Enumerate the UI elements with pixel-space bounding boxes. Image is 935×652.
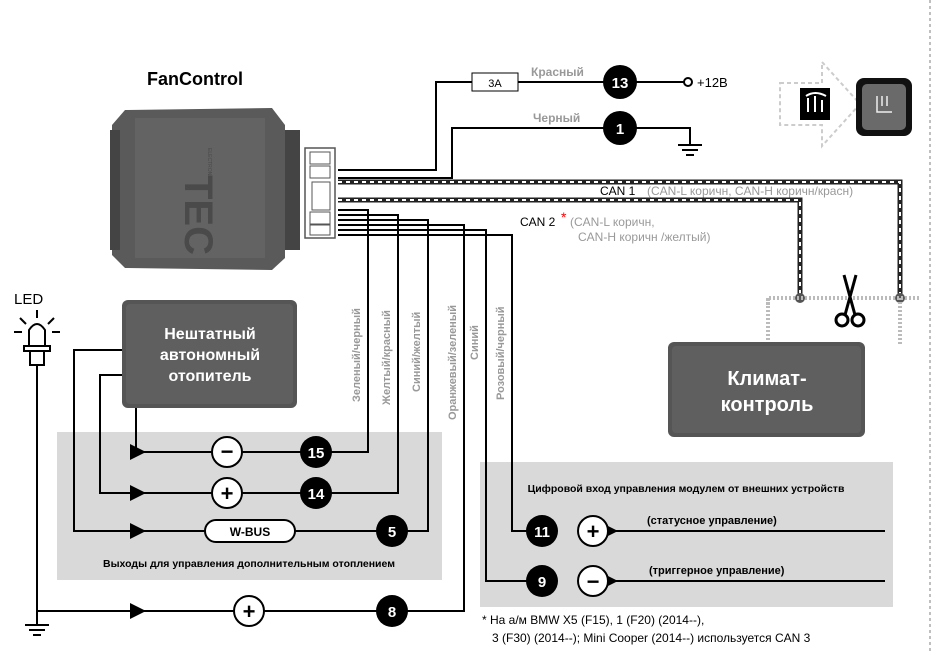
red-wire-label: Красный xyxy=(531,65,584,79)
sign-minus-9: − xyxy=(587,569,600,594)
pin-5 xyxy=(376,515,408,547)
pin-13 xyxy=(603,65,637,99)
can2-detail-l1: (CAN-L коричн, xyxy=(570,215,655,229)
pin-8 xyxy=(376,595,408,627)
led-label: LED xyxy=(14,291,43,308)
module-connector xyxy=(304,147,336,239)
wire-label-pink-black: Розовый/черный xyxy=(495,306,507,400)
heater-l3: отопитель xyxy=(168,368,251,385)
heater-l1: Нештатный xyxy=(164,326,256,343)
outputs-caption: Выходы для управления дополнительным ото… xyxy=(103,558,395,570)
wire-label-blue: Синий xyxy=(469,325,481,360)
svg-text:9: 9 xyxy=(538,574,546,591)
fancontrol-module: TEC ELECTRONICS xyxy=(110,108,300,270)
wire-label-blue-yellow: Синий/желтый xyxy=(411,312,423,392)
pin-1 xyxy=(603,111,637,145)
fuse-label: 3A xyxy=(488,78,502,90)
footnote-l1: * На а/м BMW X5 (F15), 1 (F20) (2014--), xyxy=(482,613,704,627)
pin-11 xyxy=(526,515,558,547)
svg-text:5: 5 xyxy=(388,524,396,541)
wire-label-green-black: Зеленый/черный xyxy=(351,308,363,402)
svg-text:11: 11 xyxy=(534,524,550,541)
module-title: FanControl xyxy=(147,69,243,89)
can1-label: CAN 1 xyxy=(600,184,636,198)
plus12-label: +12В xyxy=(697,75,728,90)
climate-l2: контроль xyxy=(721,394,814,416)
svg-text:8: 8 xyxy=(388,604,396,621)
sign-plus-8: + xyxy=(243,599,256,624)
footnote-l2: 3 (F30) (2014--); Mini Cooper (2014--) и… xyxy=(492,631,811,645)
svg-text:1: 1 xyxy=(616,121,624,138)
outputs-panel xyxy=(57,432,442,580)
climate-l1: Климат- xyxy=(727,368,806,390)
can2-star: * xyxy=(561,209,567,225)
sign-minus-15: − xyxy=(221,439,234,464)
can2-label: CAN 2 xyxy=(520,215,556,229)
black-wire-label: Черный xyxy=(533,111,580,125)
climate-control-box xyxy=(668,342,865,437)
pin-9 xyxy=(526,565,558,597)
can1-detail: (CAN-L коричн, CAN-H коричн/красн) xyxy=(647,184,853,198)
wbus-label: W-BUS xyxy=(230,525,270,539)
fuse xyxy=(471,72,519,92)
pin-14 xyxy=(300,477,332,509)
wire-label-yellow-red: Желтый/красный xyxy=(381,310,393,406)
wire-label-orange-green: Оранжевый/зеленый xyxy=(447,305,459,420)
heater-box xyxy=(122,300,297,408)
sign-plus-14: + xyxy=(221,481,234,506)
status-label: (статусное управление) xyxy=(647,515,777,527)
sign-plus-11: + xyxy=(587,519,600,544)
svg-text:14: 14 xyxy=(308,486,325,503)
svg-text:15: 15 xyxy=(308,445,325,462)
trigger-label: (триггерное управление) xyxy=(649,565,785,577)
inputs-caption: Цифровой вход управления модулем от внеш… xyxy=(528,483,845,495)
module-logo-sub: ELECTRONICS xyxy=(206,148,212,184)
led-icon xyxy=(14,310,60,366)
module-logo: TEC xyxy=(176,175,220,255)
heater-l2: автономный xyxy=(160,347,260,364)
svg-text:13: 13 xyxy=(612,75,629,92)
pin-15 xyxy=(300,436,332,468)
scissors-icon xyxy=(834,274,866,328)
can2-detail-l2: CAN-H коричн /желтый) xyxy=(578,230,710,244)
